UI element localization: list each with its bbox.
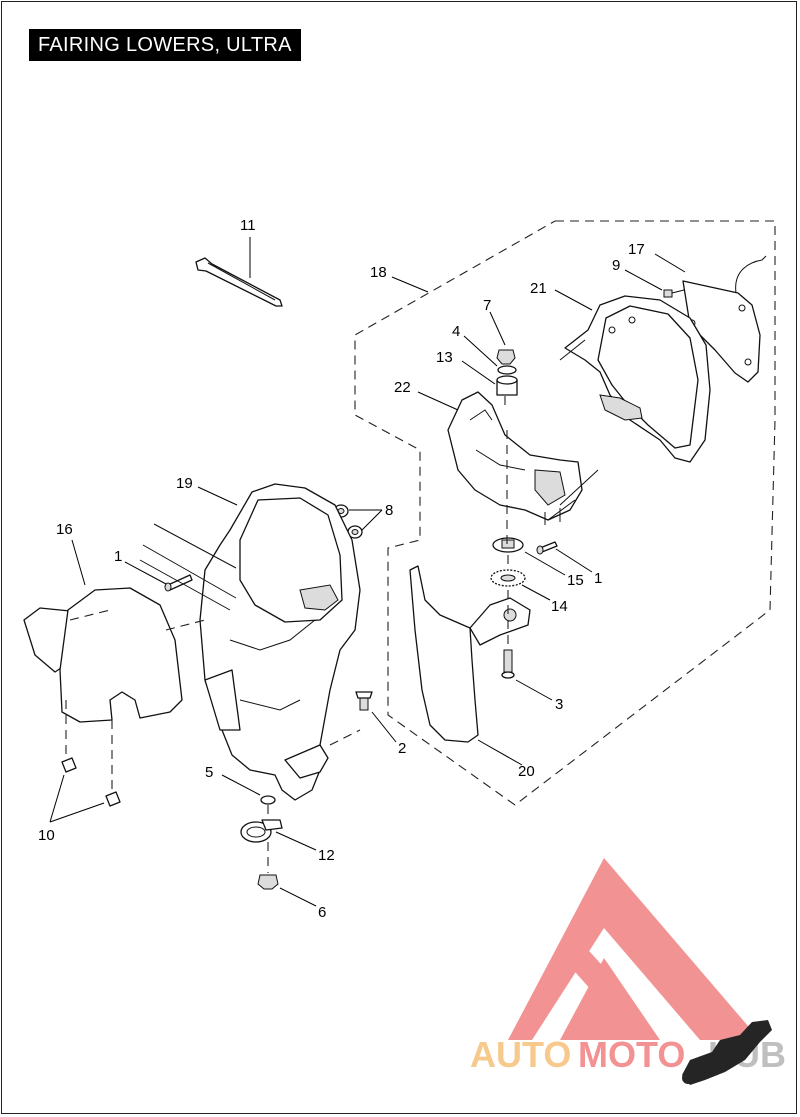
part-13-grommet[interactable] (496, 375, 518, 396)
callout-9: 9 (612, 257, 620, 274)
part-22-inner-bracket[interactable] (447, 391, 583, 525)
part-14-star-washer[interactable] (490, 569, 526, 587)
page-title: FAIRING LOWERS, ULTRA (29, 29, 301, 61)
part-12-clamp[interactable] (240, 819, 283, 843)
callout-13: 13 (436, 349, 453, 366)
part-1-screw-left[interactable] (164, 574, 193, 592)
watermark-text-auto: AUTO (470, 1034, 571, 1075)
callout-1-left: 1 (114, 548, 122, 565)
watermark-text-moto: MOTO (578, 1034, 685, 1075)
callout-10: 10 (38, 827, 55, 844)
part-3-screw[interactable] (501, 649, 515, 679)
callout-22: 22 (394, 379, 411, 396)
callout-19: 19 (176, 475, 193, 492)
callout-17: 17 (628, 241, 645, 258)
assembly-outline (354, 220, 776, 806)
part-11-cable-strap[interactable] (195, 257, 283, 307)
part-16-vent-door[interactable] (23, 587, 183, 723)
part-5-washer[interactable] (260, 795, 276, 805)
part-10-clips[interactable] (61, 757, 121, 807)
callout-6: 6 (318, 904, 326, 921)
watermark-triangle-icon (508, 858, 760, 1040)
watermark-motorcycle-icon (682, 1020, 772, 1085)
part-15-flat-washer[interactable] (492, 537, 524, 553)
part-17-access-door[interactable] (682, 255, 767, 383)
watermark-logo: AUTO MOTO HUB (470, 858, 786, 1085)
callout-1-right: 1 (594, 570, 602, 587)
part-19-fairing-lower[interactable] (199, 483, 361, 801)
part-7-nut[interactable] (496, 349, 516, 365)
leader-lines (49, 237, 686, 907)
part-1-screw-right[interactable] (536, 541, 558, 555)
callout-5: 5 (205, 764, 213, 781)
part-2-screw[interactable] (355, 691, 373, 711)
callout-7: 7 (483, 297, 491, 314)
callout-3: 3 (555, 696, 563, 713)
callout-21: 21 (530, 280, 547, 297)
callout-15: 15 (567, 572, 584, 589)
part-9-screw[interactable] (663, 289, 685, 298)
part-4-washer[interactable] (497, 365, 517, 375)
callout-2: 2 (398, 740, 406, 757)
callout-14: 14 (551, 598, 568, 615)
part-21-glove-box[interactable] (564, 295, 711, 463)
callout-16: 16 (56, 521, 73, 538)
part-20-lower-panel[interactable] (409, 565, 531, 743)
callout-18: 18 (370, 264, 387, 281)
callout-8: 8 (385, 502, 393, 519)
callout-4: 4 (452, 323, 460, 340)
callout-labels: 11 18 17 9 21 7 4 13 22 19 8 16 1 15 1 1… (38, 217, 645, 921)
assembly-guide-lines (65, 339, 599, 873)
callout-12: 12 (318, 847, 335, 864)
part-6-nut[interactable] (257, 874, 279, 890)
callout-20: 20 (518, 763, 535, 780)
callout-11: 11 (240, 217, 256, 234)
